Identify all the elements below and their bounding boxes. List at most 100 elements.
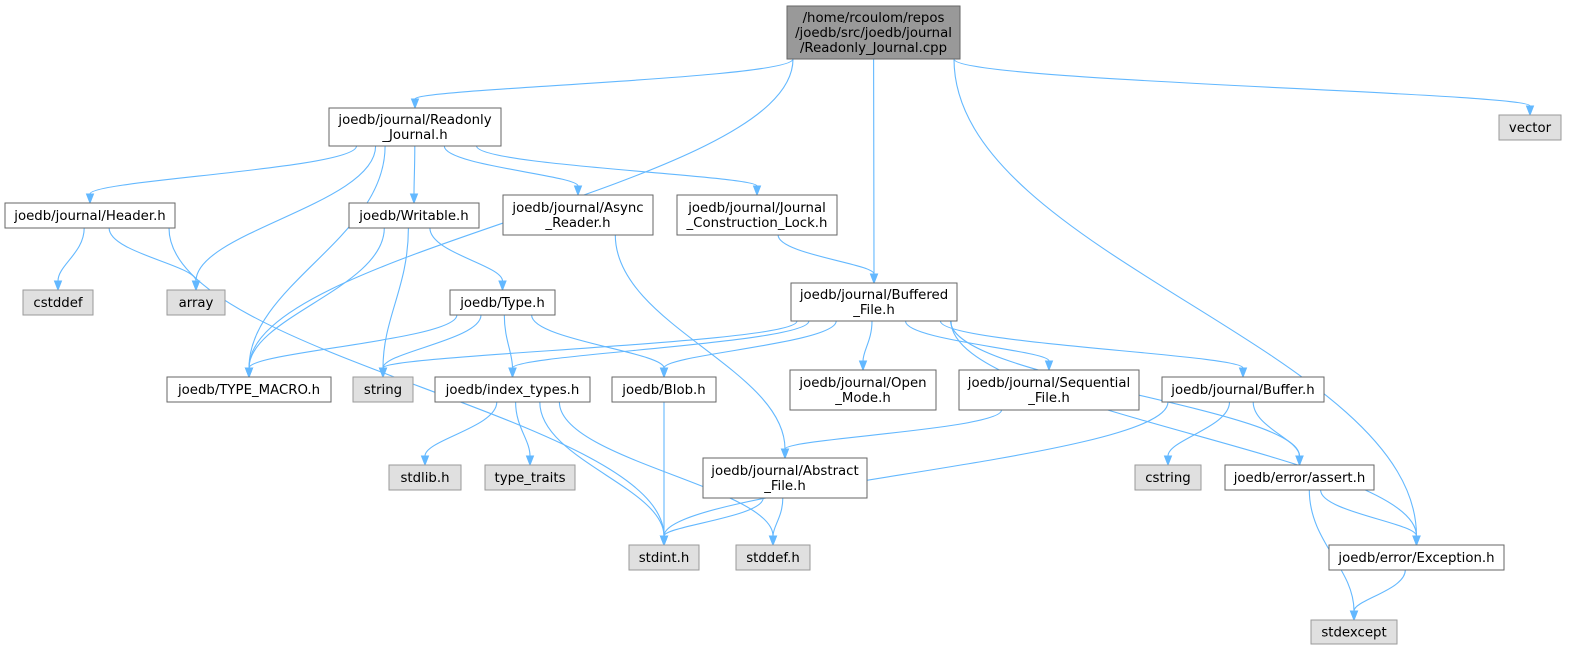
arrowhead-readonly-journal-h-to-async-reader-h (573, 185, 583, 197)
node-box-abstract-file-h (702, 457, 868, 499)
node-box-index-types-h (434, 376, 591, 403)
node-label-type-traits-0: type_traits (494, 471, 565, 486)
edge-root-to-vector (953, 58, 1531, 107)
edge-async-reader-h-to-abstract-file-h (614, 234, 786, 450)
node-label-construction-lock-h-1: _Construction_Lock.h (686, 216, 828, 231)
node-label-array-0: array (179, 296, 214, 311)
edge-root-to-readonly-journal-h (414, 58, 794, 100)
node-label-index-types-h-0: joedb/index_types.h (445, 383, 580, 398)
node-type-macro-h[interactable]: joedb/TYPE_MACRO.h (166, 376, 332, 403)
node-box-array (166, 289, 226, 316)
edge-writable-h-to-type-macro-h (248, 227, 385, 369)
edge-buffered-file-h-to-open-mode-h (862, 320, 873, 362)
arrowhead-root-to-readonly-journal-h (410, 98, 420, 110)
node-label-string-0: string (364, 383, 402, 398)
arrowhead-index-types-h-to-type-traits (525, 455, 535, 467)
edge-buffered-file-h-to-blob-h (663, 320, 837, 369)
node-label-buffer-h-0: joedb/journal/Buffer.h (1170, 383, 1314, 398)
node-box-blob-h (611, 376, 717, 403)
edge-index-types-h-to-stdlib-h (424, 401, 498, 457)
edge-readonly-journal-h-to-async-reader-h (443, 145, 579, 187)
node-assert-h[interactable]: joedb/error/assert.h (1224, 464, 1375, 491)
arrowhead-abstract-file-h-to-stdint-h (659, 535, 669, 547)
arrowhead-sequential-file-h-to-abstract-file-h (780, 448, 790, 460)
edge-buffer-h-to-stdint-h (663, 401, 1169, 537)
arrowhead-readonly-journal-h-to-construction-lock-h (752, 185, 762, 197)
node-label-open-mode-h-1: _Mode.h (834, 391, 891, 406)
arrowhead-buffered-file-h-to-open-mode-h (858, 360, 868, 372)
node-label-cstring-0: cstring (1145, 471, 1190, 486)
node-root[interactable]: /home/rcoulom/repos/joedb/src/joedb/jour… (786, 5, 961, 60)
node-label-abstract-file-h-0: joedb/journal/Abstract (710, 464, 858, 479)
edge-sequential-file-h-to-abstract-file-h (784, 409, 1003, 450)
edge-buffered-file-h-to-exception-h (950, 320, 1418, 537)
node-readonly-journal-h[interactable]: joedb/journal/Readonly_Journal.h (328, 107, 502, 147)
node-buffer-h[interactable]: joedb/journal/Buffer.h (1161, 376, 1325, 403)
edge-header-h-to-stdint-h (168, 227, 665, 537)
node-exception-h[interactable]: joedb/error/Exception.h (1328, 544, 1505, 571)
node-label-construction-lock-h-0: joedb/journal/Journal (687, 201, 826, 216)
edge-buffered-file-h-to-string (382, 320, 798, 369)
arrowhead-root-to-vector (1525, 105, 1535, 117)
node-label-async-reader-h-1: _Reader.h (544, 216, 610, 231)
arrowhead-buffered-file-h-to-string (378, 367, 388, 379)
edge-assert-h-to-exception-h (1320, 489, 1418, 537)
node-index-types-h[interactable]: joedb/index_types.h (434, 376, 591, 403)
edge-readonly-journal-h-to-writable-h (413, 145, 416, 195)
node-writable-h[interactable]: joedb/Writable.h (348, 202, 480, 229)
node-box-buffered-file-h (790, 282, 958, 322)
node-string[interactable]: string (352, 376, 414, 403)
node-stdint-h[interactable]: stdint.h (628, 544, 700, 571)
edge-type-h-to-index-types-h (503, 314, 514, 369)
node-type-h[interactable]: joedb/Type.h (449, 289, 556, 316)
node-cstring[interactable]: cstring (1134, 464, 1202, 491)
node-label-async-reader-h-0: joedb/journal/Async (511, 201, 643, 216)
node-box-string (352, 376, 414, 403)
node-label-type-macro-h-0: joedb/TYPE_MACRO.h (177, 383, 320, 398)
node-label-writable-h-0: joedb/Writable.h (358, 209, 468, 224)
node-abstract-file-h[interactable]: joedb/journal/Abstract_File.h (702, 457, 868, 499)
node-stdlib-h[interactable]: stdlib.h (388, 464, 462, 491)
node-header-h[interactable]: joedb/journal/Header.h (4, 202, 176, 229)
edge-buffered-file-h-to-sequential-file-h (904, 320, 1050, 362)
node-async-reader-h[interactable]: joedb/journal/Async_Reader.h (502, 194, 654, 236)
node-label-buffered-file-h-1: _File.h (852, 303, 895, 318)
node-label-stdint-h-0: stdint.h (639, 551, 690, 566)
node-label-root-2: /Readonly_Journal.cpp (800, 41, 947, 56)
node-vector[interactable]: vector (1498, 114, 1562, 141)
edge-readonly-journal-h-to-header-h (89, 145, 358, 195)
edge-writable-h-to-type-h (429, 227, 504, 282)
node-stdexcept[interactable]: stdexcept (1310, 619, 1398, 645)
node-stddef-h[interactable]: stddef.h (735, 544, 811, 571)
edge-root-to-exception-h (953, 58, 1418, 537)
node-type-traits[interactable]: type_traits (484, 464, 576, 491)
node-label-blob-h-0: joedb/Blob.h (621, 383, 705, 398)
edge-abstract-file-h-to-stdint-h (663, 497, 764, 537)
arrowhead-exception-h-to-stdexcept (1349, 610, 1359, 622)
node-box-exception-h (1328, 544, 1505, 571)
node-array[interactable]: array (166, 289, 226, 316)
node-blob-h[interactable]: joedb/Blob.h (611, 376, 717, 403)
edge-index-types-h-to-type-traits (515, 401, 531, 457)
edge-buffered-file-h-to-index-types-h (511, 320, 810, 369)
node-label-buffered-file-h-0: joedb/journal/Buffered (799, 288, 948, 303)
node-box-cstring (1134, 464, 1202, 491)
node-construction-lock-h[interactable]: joedb/journal/Journal_Construction_Lock.… (676, 194, 838, 236)
node-box-buffer-h (1161, 376, 1325, 403)
arrowhead-buffered-file-h-to-sequential-file-h (1044, 360, 1054, 372)
arrowhead-header-h-to-cstddef (53, 280, 63, 292)
node-cstddef[interactable]: cstddef (22, 289, 94, 316)
node-box-header-h (4, 202, 176, 229)
node-buffered-file-h[interactable]: joedb/journal/Buffered_File.h (790, 282, 958, 322)
node-box-cstddef (22, 289, 94, 316)
node-label-assert-h-0: joedb/error/assert.h (1233, 471, 1366, 486)
node-label-root-1: /joedb/src/joedb/journal (795, 26, 952, 41)
node-sequential-file-h[interactable]: joedb/journal/Sequential_File.h (958, 369, 1140, 411)
node-open-mode-h[interactable]: joedb/journal/Open_Mode.h (789, 369, 937, 411)
node-box-stdlib-h (388, 464, 462, 491)
node-box-sequential-file-h (958, 369, 1140, 411)
arrowhead-readonly-journal-h-to-writable-h (409, 193, 419, 205)
edge-readonly-journal-h-to-type-macro-h (248, 145, 386, 369)
arrowhead-assert-h-to-exception-h (1412, 535, 1421, 547)
